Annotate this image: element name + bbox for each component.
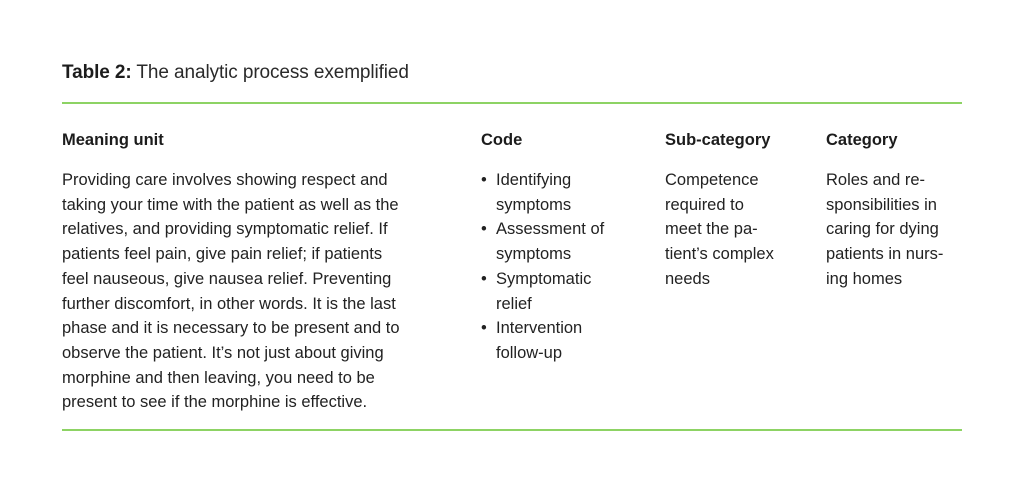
column-meaning-unit: Meaning unit Providing care involves sho… [62,128,462,415]
sub-category-line: needs [665,269,710,288]
header-sub-category: Sub-category [665,131,771,149]
sub-category-line: meet the pa- [665,220,758,239]
bullet-icon: • [481,319,487,338]
table-caption-label: Table 2: [62,62,132,83]
bullet-icon: • [481,171,487,189]
header-code: Code [481,131,523,149]
sub-category-line: required to [665,195,744,214]
code-line: Identifying [496,171,572,189]
category-line: patients in nurs- [826,245,944,264]
header-category: Category [826,131,898,149]
code-list-item: • Assessment of symptoms [481,217,651,266]
top-rule-divider [62,102,962,104]
meaning-unit-line: feel nauseous, give nausea relief. Preve… [62,269,392,288]
code-list-item: • Intervention follow-up [481,316,651,365]
code-list-item: • Symptomatic relief [481,267,651,316]
meaning-unit-line: patients feel pain, give pain relief; if… [62,245,383,264]
category-text: Roles and re- sponsibilities in caring f… [826,168,966,292]
meaning-unit-line: Providing care involves showing respect … [62,171,388,189]
code-line: Symptomatic [496,269,592,288]
sub-category-text: Competence required to meet the pa- tien… [665,168,815,292]
meaning-unit-line: morphine and then leaving, you need to b… [62,368,375,387]
table-caption-text: The analytic process exemplified [131,62,409,83]
bullet-icon: • [481,220,487,239]
header-meaning-unit: Meaning unit [62,131,164,149]
meaning-unit-line: phase and it is necessary to be present … [62,319,400,338]
meaning-unit-line: observe the patient. It’s not just about… [62,343,384,362]
code-list-item: • Identifying symptoms [481,168,651,217]
meaning-unit-text: Providing care involves showing respect … [62,168,462,415]
code-line: symptoms [496,245,572,264]
code-line: symptoms [496,195,572,214]
code-line: follow-up [496,343,563,362]
column-sub-category: Sub-category Competence required to meet… [665,128,815,292]
code-line: relief [496,294,532,313]
table-caption: Table 2: The analytic process exemplifie… [62,60,409,86]
code-line: Assessment of [496,220,605,239]
meaning-unit-line: relatives, and providing symptomatic rel… [62,220,388,239]
column-code: Code • Identifying symptoms • Assessment… [481,128,651,366]
column-category: Category Roles and re- sponsibilities in… [826,128,966,292]
meaning-unit-line: present to see if the morphine is effect… [62,393,368,412]
sub-category-line: Competence [665,171,759,189]
code-list-container: • Identifying symptoms • Assessment of s… [481,168,651,366]
meaning-unit-line: taking your time with the patient as wel… [62,195,399,214]
code-list: • Identifying symptoms • Assessment of s… [481,168,651,366]
sub-category-line: tient’s complex [665,245,774,264]
bullet-icon: • [481,269,487,288]
bottom-rule-divider [62,429,962,431]
category-line: Roles and re- [826,171,926,189]
code-line: Intervention [496,319,583,338]
category-line: caring for dying [826,220,939,239]
meaning-unit-line: further discomfort, in other words. It i… [62,294,396,313]
category-line: ing homes [826,269,903,288]
category-line: sponsibilities in [826,195,937,214]
